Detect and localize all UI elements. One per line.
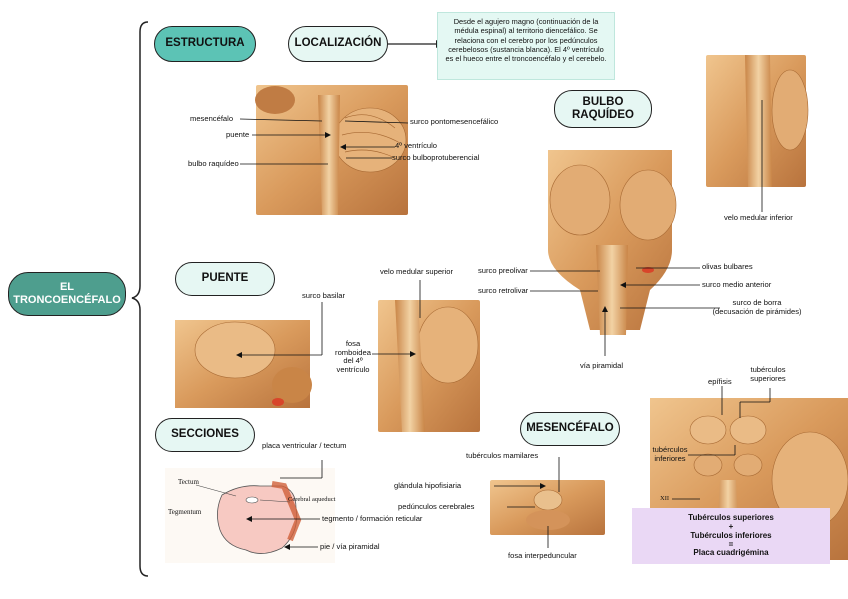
label-tuberculos-mamilares: tubérculos mamilares [466,451,539,460]
node-bulbo: BULBO RAQUÍDEO [554,90,652,128]
label-placa-ventricular: placa ventricular / tectum [262,441,347,450]
label-tegmentum: Tegmentum [168,508,202,516]
label-surco-preolivar: surco preolivar [478,266,528,275]
label-surco-bulboprotuberencial: surco bulboprotuberencial [392,153,480,162]
label-surco-retrolivar: surco retrolivar [478,286,529,295]
label-epifisis: epífisis [708,377,732,386]
cuadrigemina-eq: = [728,539,734,549]
bulbo-top-image [706,55,809,187]
cuadrigemina-line3: Placa cuadrigémina [693,548,769,558]
cuadrigemina-plus: + [728,522,734,532]
label-xii: XII [660,495,670,502]
label-via-piramidal: vía piramidal [580,361,624,370]
label-bulbo-raquideo: bulbo raquídeo [188,159,239,168]
label-decusacion: (decusación de pirámides) [712,306,802,316]
label-velo-medular-superior: velo medular superior [380,267,454,276]
label-surco-pontomesencefalico: surco pontomesencefálico [410,117,499,126]
velo-superior-image [378,300,480,432]
label-mesencefalo: mesencéfalo [190,114,234,123]
bulbo-main-image [548,150,677,335]
node-secciones: SECCIONES [155,418,255,452]
label-pedunculos-cerebrales: pedúnculos cerebrales [398,502,475,511]
label-pie: pie / vía piramidal [320,542,380,551]
localizacion-note: Desde el agujero magno (continuación de … [437,12,615,80]
label-tegmento: tegmento / formación reticular [322,514,423,523]
label-tuberculos-inferiores: tubérculos inferiores [652,445,688,463]
root-node: EL TRONCOENCÉFALO [8,272,126,316]
label-surco-de-borra: surco de borra (decusación de pirámides) [702,298,812,316]
puente-image [175,320,312,408]
cuadrigemina-line1: Tubérculos superiores [688,513,774,522]
node-puente: PUENTE [175,262,275,296]
label-tuberculos-superiores: tubérculos superiores [750,365,786,383]
label-fosa-romboidea: fosa romboidea del 4º ventrículo [335,339,371,375]
label-olivas-bulbares: olivas bulbares [702,262,753,271]
cuadrigemina-line2: Tubérculos inferiores [690,530,772,540]
estructura-image [255,85,408,215]
node-mesencefalo: MESENCÉFALO [520,412,620,446]
label-tectum: Tectum [178,478,199,486]
label-cuarto-ventriculo: 4º ventrículo [395,141,438,150]
label-cerebral-aqueduct: Cerebral aqueduct [288,496,336,503]
label-puente: puente [226,130,250,139]
node-localizacion: LOCALIZACIÓN [288,26,388,62]
label-surco-de-borra-line1: surco de borra [732,298,782,307]
mesencefalo-image [490,480,605,535]
label-surco-medio-anterior: surco medio anterior [702,280,772,289]
label-glandula-hipofisiaria: glándula hipofisiaria [394,481,462,490]
cuadrigemina-box: Tubérculos superiores + Tubérculos infer… [632,508,830,564]
label-fosa-interpeduncular: fosa interpeduncular [508,551,577,560]
node-estructura: ESTRUCTURA [154,26,256,62]
main-bracket [131,21,149,577]
label-surco-basilar: surco basilar [302,291,346,300]
label-velo-medular-inferior: velo medular inferior [724,213,793,222]
